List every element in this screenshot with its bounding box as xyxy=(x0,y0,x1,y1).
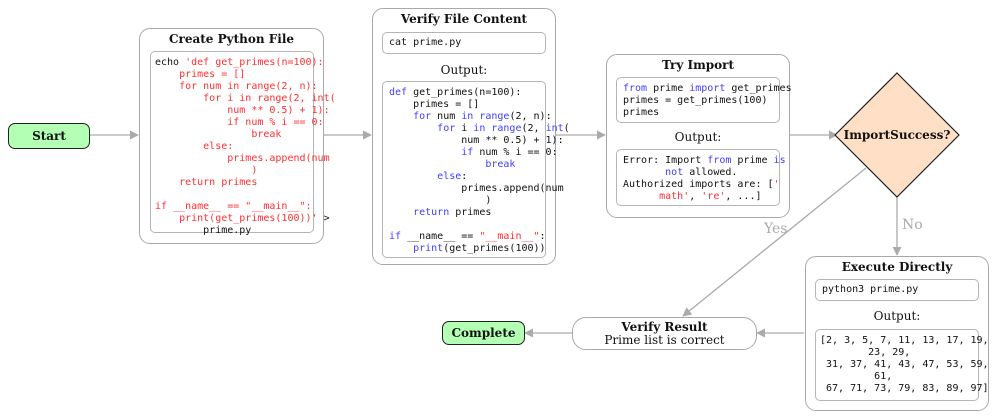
import-code-box: from prime import get_primes primes = ge… xyxy=(616,77,792,123)
execute-directly-title: Execute Directly xyxy=(841,260,953,274)
execute-output-text: [2, 3, 5, 7, 11, 13, 17, 19, 23, 29, 31,… xyxy=(820,335,989,394)
execute-output-label: Output: xyxy=(873,309,921,323)
create-python-file-title: Create Python File xyxy=(168,32,295,46)
verify-file-content-title: Verify File Content xyxy=(400,12,528,26)
execute-output-box: [2, 3, 5, 7, 11, 13, 17, 19, 23, 29, 31,… xyxy=(815,329,989,401)
try-import-node: Try Import from prime import get_primes … xyxy=(606,54,792,218)
echo-string-content: 'def get_primes(n=100): primes = [] for … xyxy=(155,57,336,224)
start-label: Start xyxy=(32,129,66,143)
try-import-output-label: Output: xyxy=(674,130,722,144)
verify-content-output-label: Output: xyxy=(440,63,488,77)
verify-result-node: Verify Result Prime list is correct xyxy=(572,317,757,350)
decision-node: ImportSuccess? xyxy=(835,125,959,145)
execute-directly-node: Execute Directly python3 prime.py Output… xyxy=(805,256,989,411)
python-command-box: python3 prime.py xyxy=(815,279,979,301)
redirect-target: > prime.py xyxy=(203,213,330,236)
start-node: Start xyxy=(8,123,90,149)
yes-edge-label: Yes xyxy=(764,221,788,237)
file-content-code: def get_primes(n=100): primes = [] for n… xyxy=(389,87,570,254)
python-command: python3 prime.py xyxy=(822,284,919,295)
echo-keyword: echo xyxy=(155,57,186,68)
create-command-box: echo 'def get_primes(n=100): primes = []… xyxy=(150,51,336,236)
verify-file-content-node: Verify File Content cat prime.py Output:… xyxy=(372,8,570,265)
try-import-title: Try Import xyxy=(661,58,735,72)
complete-label: Complete xyxy=(451,326,516,340)
verify-result-title: Verify Result xyxy=(621,320,708,334)
import-code: from prime import get_primes primes = ge… xyxy=(623,83,792,118)
create-python-file-node: Create Python File echo 'def get_primes(… xyxy=(139,28,336,244)
arrow-decision-yes-to-verify-result xyxy=(682,167,867,317)
no-edge-label: No xyxy=(902,217,923,233)
cat-command: cat prime.py xyxy=(389,37,462,48)
file-content-box: def get_primes(n=100): primes = [] for n… xyxy=(382,81,570,258)
verify-result-subtitle: Prime list is correct xyxy=(604,333,725,347)
decision-label: ImportSuccess? xyxy=(843,128,951,142)
complete-node: Complete xyxy=(442,321,525,345)
decision-diamond xyxy=(834,72,960,198)
import-error-text: Error: Import from prime is not allowed.… xyxy=(623,155,786,202)
import-error-box: Error: Import from prime is not allowed.… xyxy=(616,149,786,206)
cat-command-box: cat prime.py xyxy=(382,32,546,54)
create-command-code: echo 'def get_primes(n=100): primes = []… xyxy=(155,57,336,237)
